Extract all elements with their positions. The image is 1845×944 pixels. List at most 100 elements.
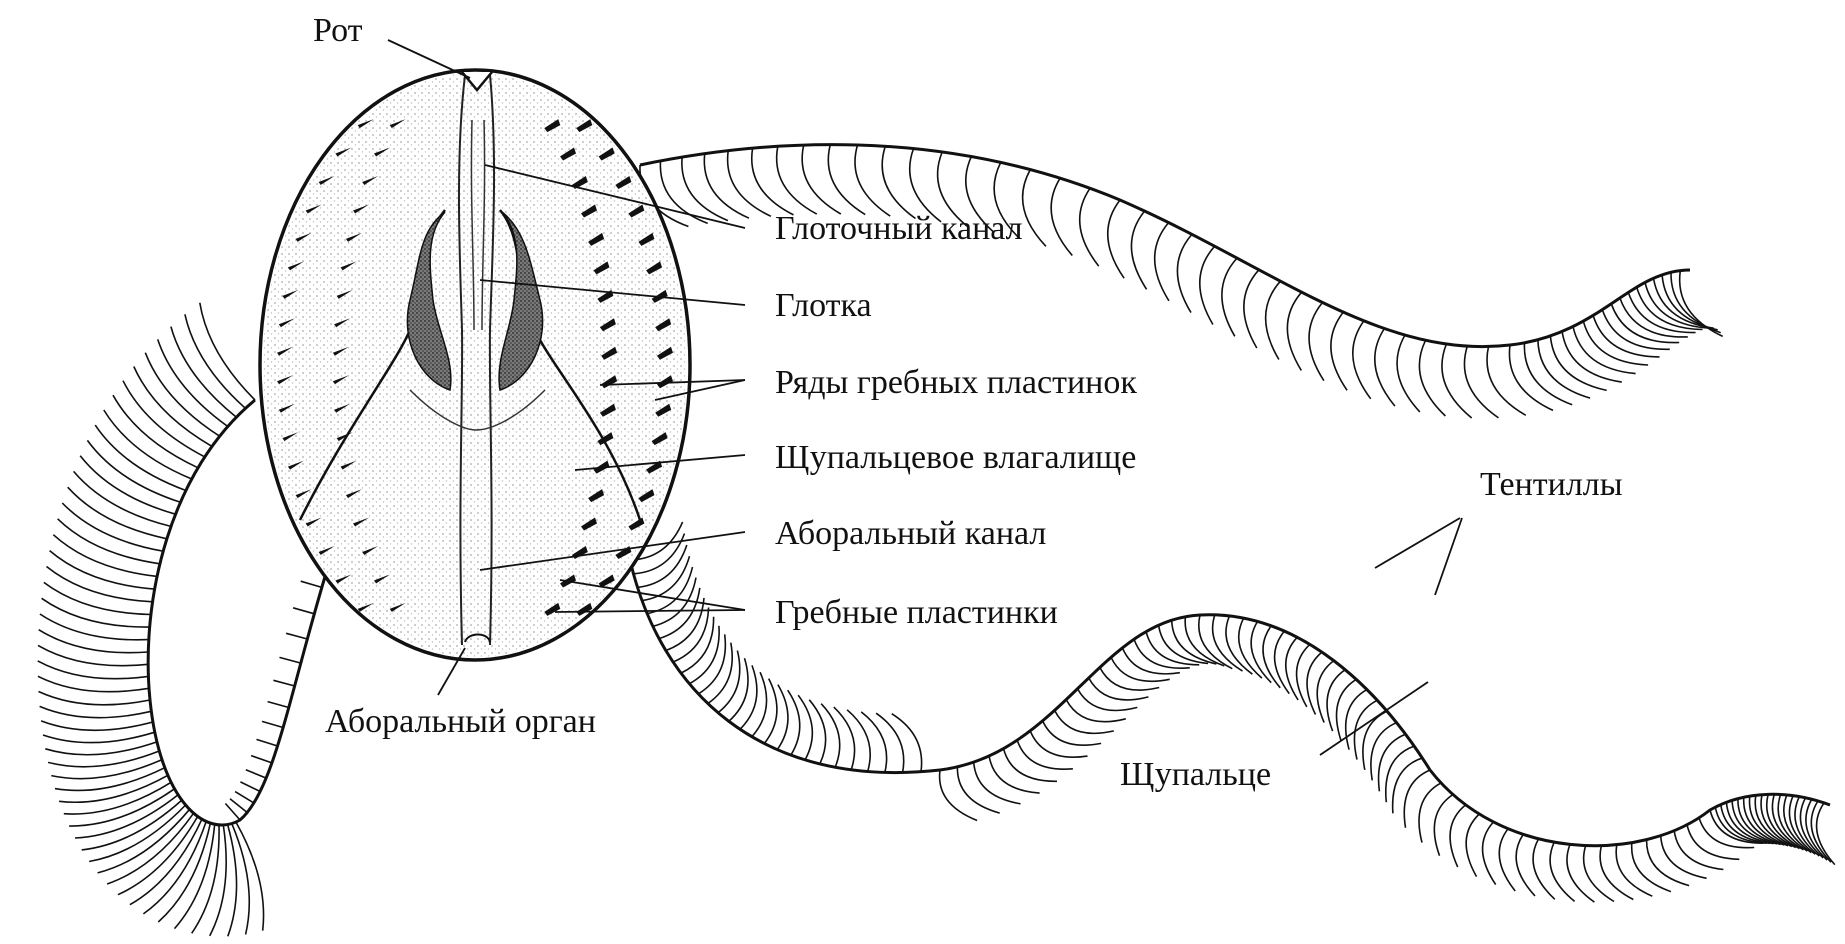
tentillum: [1375, 329, 1395, 407]
tentillum: [104, 410, 192, 479]
tentillum: [171, 327, 237, 418]
tentillum: [1404, 770, 1430, 828]
tentillum: [280, 657, 301, 663]
tentillum: [130, 819, 202, 905]
label-pharyngeal-canal: Глоточный канал: [775, 212, 1023, 246]
tentillum: [38, 645, 148, 665]
tentillum: [974, 762, 1021, 804]
tentillum: [185, 314, 246, 408]
tentillum: [698, 634, 725, 694]
label-tentacle-sheath: Щупальцевое влагалище: [775, 441, 1136, 475]
tentillum: [1509, 345, 1553, 410]
tentillum: [1131, 211, 1146, 289]
tentillum: [1317, 661, 1334, 723]
tentillum: [41, 721, 153, 730]
tentillum: [777, 146, 817, 214]
tentillum: [1483, 822, 1496, 885]
tentillum: [1177, 234, 1191, 312]
tentillum: [45, 742, 157, 755]
label-aboral-canal: Аборальный канал: [775, 517, 1046, 551]
tentillum: [246, 770, 266, 778]
tentillum: [1111, 657, 1170, 681]
tentillum: [1524, 343, 1572, 405]
tentillum: [251, 756, 272, 763]
tentillum: [1155, 223, 1169, 301]
tentillum: [1464, 346, 1498, 418]
tentillum: [58, 519, 160, 564]
tentillum: [257, 739, 278, 746]
tentillum: [95, 425, 186, 490]
tentillum: [82, 800, 182, 850]
tentillum: [1239, 618, 1262, 678]
tentillum: [1687, 825, 1739, 860]
tentillum: [708, 643, 732, 704]
label-comb-plates: Гребные пластинки: [775, 596, 1058, 630]
tentillum: [1089, 678, 1149, 700]
tentillum: [273, 680, 294, 686]
tentillum: [728, 151, 771, 217]
tentillum: [301, 581, 322, 587]
tentillum: [847, 710, 870, 772]
tentillum: [1331, 312, 1347, 390]
tentillum: [53, 535, 157, 577]
tentillum: [240, 782, 260, 792]
tentillum: [1222, 258, 1237, 336]
tentillum: [752, 672, 767, 737]
tentillum: [1363, 711, 1387, 770]
tentillum: [1307, 652, 1322, 714]
tentillum: [62, 503, 163, 551]
tentillum: [293, 608, 314, 614]
bottom-filaments: [630, 522, 940, 773]
tentillum: [1080, 188, 1099, 266]
tentillum: [957, 767, 999, 813]
tentillum: [1419, 340, 1445, 416]
lower-tentacle-filaments: [940, 615, 1835, 902]
tentillum: [1051, 178, 1072, 255]
tentillum: [1017, 740, 1073, 769]
tentillum: [232, 824, 249, 935]
tentillum: [39, 630, 149, 653]
tentillum: [39, 692, 151, 705]
body-stipple: [263, 73, 687, 657]
tentillum: [1567, 844, 1594, 902]
tentillum: [1647, 840, 1690, 886]
leader-mouth: [388, 40, 470, 78]
tentillum: [1100, 667, 1159, 690]
label-tentacle: Щупальце: [1120, 758, 1271, 792]
tentillum: [1550, 842, 1575, 901]
tentillum: [704, 154, 749, 219]
tentillum: [40, 706, 152, 717]
tentillum: [777, 685, 788, 750]
tentillum: [286, 633, 307, 639]
tentillum: [1499, 829, 1515, 891]
tentillum: [1287, 292, 1301, 370]
tentillum: [47, 567, 153, 602]
tentillum: [42, 598, 150, 627]
tentillum: [1371, 723, 1397, 781]
tentillum: [892, 714, 922, 772]
tentillum: [1466, 814, 1479, 877]
tentillum: [1661, 836, 1707, 879]
tentillum: [1004, 749, 1058, 782]
tentillum: [74, 471, 171, 526]
tentillum: [1397, 335, 1420, 412]
tentillum: [200, 303, 255, 400]
tentillum: [68, 487, 167, 539]
tentillum: [861, 712, 886, 773]
tentillum: [752, 148, 794, 215]
tentillum: [1393, 758, 1423, 813]
label-pharynx: Глотка: [775, 289, 872, 323]
tentillum: [235, 792, 254, 803]
tentillum: [1108, 200, 1124, 278]
tentillum: [1185, 617, 1224, 666]
tentillum: [64, 782, 171, 814]
tentillum: [50, 551, 155, 590]
tentillum: [43, 732, 155, 742]
left-tentacle-inner-filaments: [225, 560, 330, 820]
tentillum: [1023, 170, 1046, 247]
tentillum: [1487, 347, 1526, 416]
tentillum: [175, 824, 215, 928]
tentillum: [828, 145, 865, 215]
tentillum: [268, 702, 289, 708]
tentillum: [228, 825, 237, 937]
